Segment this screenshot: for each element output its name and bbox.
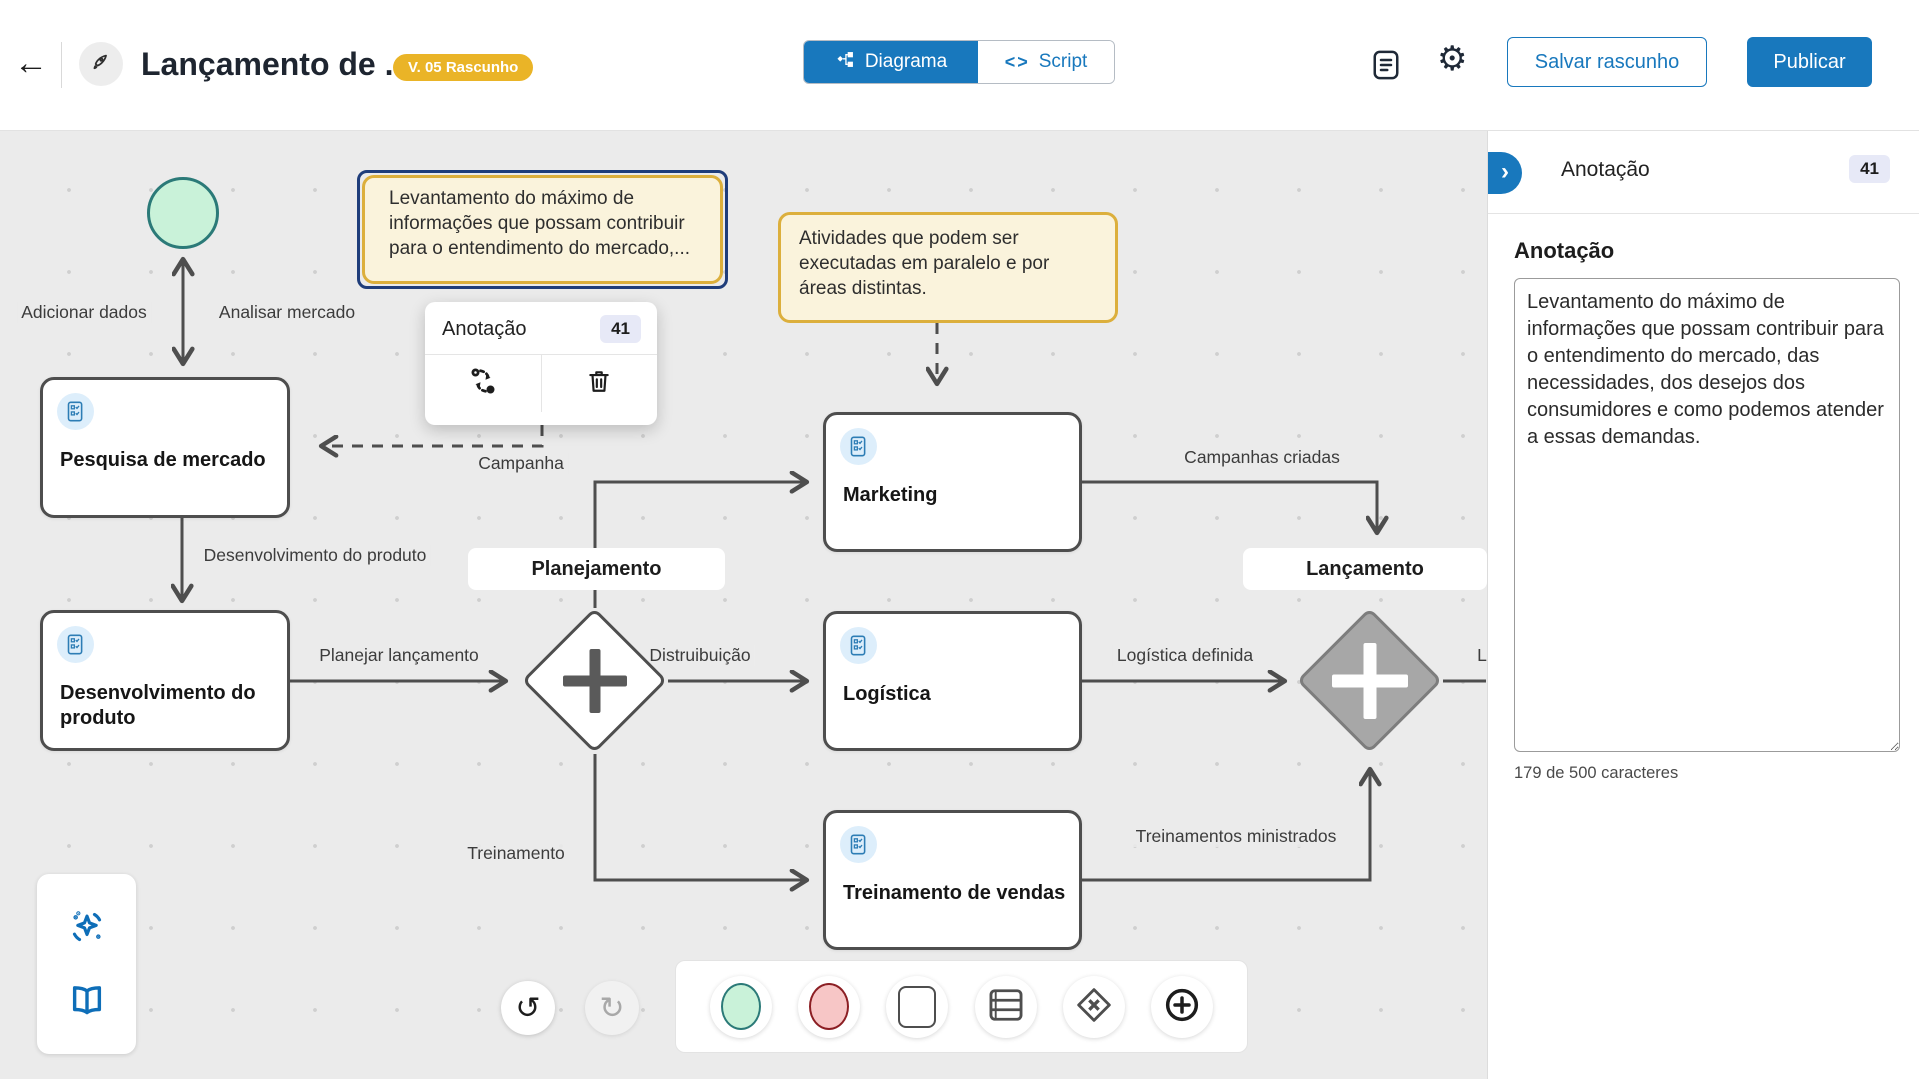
annotation-selected[interactable]: Levantamento do máximo de informações qu… — [357, 170, 728, 289]
add-task-button[interactable] — [886, 975, 949, 1038]
edge-label-campanhas-criadas[interactable]: Campanhas criadas — [1180, 447, 1344, 468]
task-desenvolvimento-do-produto[interactable]: Desenvolvimento do produto — [40, 610, 290, 751]
context-menu-actions — [425, 354, 657, 412]
edge-annotation-campanha[interactable] — [323, 425, 544, 446]
top-bar: ← Lançamento de ... V. 05 Rascunho — [0, 0, 1919, 131]
task-pesquisa-de-mercado[interactable]: Pesquisa de mercado — [40, 377, 290, 518]
gateway-label-planejamento[interactable]: Planejamento — [468, 548, 725, 590]
convert-annotation-button[interactable] — [425, 355, 541, 412]
ai-assistant-button[interactable] — [67, 907, 107, 950]
edge-label-planejar-lancamento[interactable]: Planejar lançamento — [315, 645, 483, 666]
tab-script-label: Script — [1038, 51, 1088, 72]
view-tab-group: Diagrama <> Script — [803, 40, 1115, 84]
undo-icon: ↺ — [515, 990, 541, 1026]
connector-arrows-layer — [0, 131, 1486, 1079]
gateway-label-lancamento[interactable]: Lançamento — [1243, 548, 1487, 590]
edge-label-lancamento-truncado[interactable]: L — [1473, 645, 1487, 666]
panel-title: Anotação — [1561, 158, 1650, 181]
code-icon: <> — [1004, 51, 1030, 72]
settings-gear-button[interactable]: ⚙ — [1437, 42, 1467, 76]
lanes-icon — [985, 986, 1027, 1027]
swap-cycle-icon — [468, 366, 498, 401]
task-icon — [898, 985, 937, 1028]
delete-annotation-button[interactable] — [540, 355, 658, 412]
add-end-event-button[interactable] — [798, 975, 861, 1038]
start-event-circle[interactable] — [147, 177, 219, 249]
gateway-planejamento[interactable] — [521, 607, 668, 754]
task-marketing[interactable]: Marketing — [823, 412, 1082, 552]
end-event-icon — [809, 983, 850, 1030]
shape-palette — [675, 960, 1248, 1053]
start-event-icon — [721, 983, 762, 1030]
task-logistica[interactable]: Logística — [823, 611, 1082, 751]
tab-diagrama[interactable]: Diagrama — [804, 41, 978, 83]
publish-button[interactable]: Publicar — [1747, 37, 1872, 87]
diagram-canvas[interactable]: Adicionar dados Analisar mercado Desenvo… — [0, 131, 1487, 1079]
chevron-right-icon: › — [1501, 157, 1509, 185]
version-badge: V. 05 Rascunho — [393, 54, 534, 81]
redo-icon: ↻ — [599, 990, 625, 1026]
circle-plus-icon — [1162, 985, 1202, 1028]
edge-gateway1-treinamento[interactable] — [593, 754, 805, 880]
task-checklist-icon — [840, 826, 877, 863]
diagram-icon — [835, 49, 856, 76]
back-button[interactable]: ← — [14, 44, 48, 82]
task-checklist-icon — [57, 393, 94, 430]
character-counter: 179 de 500 caracteres — [1514, 764, 1679, 782]
task-label: Pesquisa de mercado — [60, 449, 266, 471]
gear-icon: ⚙ — [1437, 39, 1468, 79]
sparkle-icon — [67, 911, 107, 950]
task-label: Desenvolvimento do produto — [60, 682, 256, 729]
undo-button[interactable]: ↺ — [501, 981, 555, 1035]
annotation-side-panel: › Anotação 41 Anotação Levantamento do m… — [1487, 131, 1919, 1079]
document-icon — [1371, 50, 1401, 85]
annotation-paralelas[interactable]: Atividades que podem ser executadas em p… — [778, 212, 1118, 323]
tab-diagrama-label: Diagrama — [864, 51, 948, 72]
edge-label-campanha[interactable]: Campanha — [474, 453, 568, 474]
edge-label-desenvolvimento-do-produto[interactable]: Desenvolvimento do produto — [199, 545, 431, 566]
annotation-count-badge: 41 — [1849, 155, 1890, 183]
documentation-book-button[interactable] — [68, 984, 106, 1021]
add-subprocess-button[interactable] — [974, 975, 1037, 1038]
task-label: Marketing — [843, 484, 938, 506]
add-gateway-button[interactable] — [1062, 975, 1125, 1038]
edge-label-adicionar-dados[interactable]: Adicionar dados — [17, 302, 151, 323]
context-menu-title: Anotação — [442, 317, 527, 340]
task-checklist-icon — [57, 626, 94, 663]
save-draft-button[interactable]: Salvar rascunho — [1507, 37, 1707, 87]
edge-label-treinamento[interactable]: Treinamento — [463, 843, 569, 864]
panel-header: Anotação 41 — [1488, 131, 1919, 214]
redo-button[interactable]: ↻ — [585, 981, 639, 1035]
edge-label-analisar-mercado[interactable]: Analisar mercado — [214, 302, 360, 323]
collapse-panel-button[interactable]: › — [1488, 152, 1522, 194]
annotation-count-badge: 41 — [600, 315, 641, 343]
trash-icon — [586, 368, 612, 399]
process-avatar — [79, 42, 123, 86]
page-title: Lançamento de ... — [141, 46, 412, 82]
edge-label-treinamentos-ministrados[interactable]: Treinamentos ministrados — [1131, 826, 1341, 847]
annotation-text: Levantamento do máximo de informações qu… — [362, 175, 723, 284]
header-divider — [61, 42, 62, 88]
annotation-context-menu: Anotação 41 — [425, 302, 657, 425]
task-label: Logística — [843, 683, 931, 705]
annotation-textarea[interactable]: Levantamento do máximo de informações qu… — [1514, 278, 1900, 752]
rocket-icon — [90, 51, 112, 78]
assist-tools-panel — [37, 874, 136, 1054]
annotation-field-label: Anotação — [1514, 238, 1615, 263]
gateway-lancamento[interactable] — [1296, 607, 1443, 754]
task-checklist-icon — [840, 627, 877, 664]
add-start-event-button[interactable] — [710, 975, 773, 1038]
edge-marketing-gateway2[interactable] — [1082, 480, 1377, 531]
tab-script[interactable]: <> Script — [978, 41, 1114, 83]
task-treinamento-de-vendas[interactable]: Treinamento de vendas — [823, 810, 1082, 950]
add-element-button[interactable] — [1150, 975, 1213, 1038]
task-checklist-icon — [840, 428, 877, 465]
edge-label-distruibuicao[interactable]: Distruibuição — [645, 645, 755, 666]
document-notes-button[interactable] — [1371, 48, 1401, 85]
edge-label-logistica-definida[interactable]: Logística definida — [1112, 645, 1258, 666]
gateway-x-icon — [1074, 985, 1114, 1028]
open-book-icon — [68, 985, 106, 1021]
task-label: Treinamento de vendas — [843, 882, 1066, 904]
context-menu-header: Anotação 41 — [425, 302, 657, 354]
